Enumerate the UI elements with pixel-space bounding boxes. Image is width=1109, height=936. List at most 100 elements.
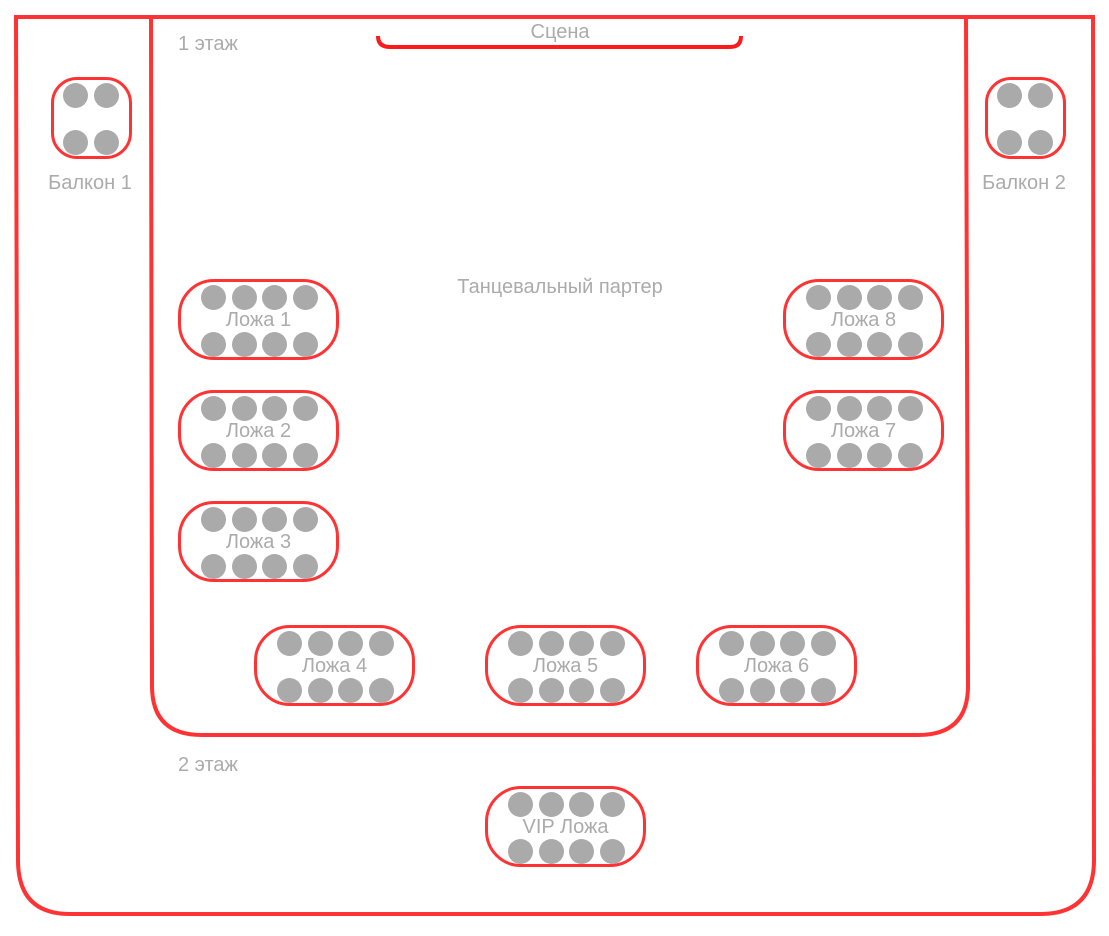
balcony-1[interactable]: [51, 77, 132, 159]
seat[interactable]: [201, 443, 226, 468]
seat[interactable]: [231, 332, 257, 357]
seat[interactable]: [369, 631, 395, 656]
balcony-2-label: Балкон 2: [982, 172, 1066, 194]
seat[interactable]: [600, 792, 626, 817]
seat[interactable]: [898, 332, 924, 357]
seat[interactable]: [997, 83, 1022, 108]
seat[interactable]: [338, 678, 364, 703]
seat[interactable]: [508, 839, 533, 864]
seat[interactable]: [600, 678, 626, 703]
loge-label: Ложа 1: [225, 309, 292, 331]
seat[interactable]: [806, 443, 831, 468]
seat[interactable]: [569, 839, 595, 864]
seat[interactable]: [538, 678, 564, 703]
loge-vip[interactable]: VIP Ложа: [485, 786, 646, 867]
seat[interactable]: [836, 443, 862, 468]
seat[interactable]: [806, 396, 831, 421]
seat[interactable]: [201, 332, 226, 357]
loge-label: Ложа 8: [830, 309, 897, 331]
seat[interactable]: [538, 792, 564, 817]
loge-1[interactable]: Ложа 1: [178, 279, 339, 360]
seat[interactable]: [262, 507, 288, 532]
seat[interactable]: [508, 678, 533, 703]
seat[interactable]: [338, 631, 364, 656]
seat[interactable]: [94, 130, 119, 155]
seat[interactable]: [293, 285, 319, 310]
seat[interactable]: [94, 83, 119, 108]
loge-7[interactable]: Ложа 7: [783, 390, 944, 471]
seat[interactable]: [719, 631, 744, 656]
seat[interactable]: [898, 396, 924, 421]
seat[interactable]: [262, 554, 288, 579]
hall-outer-wall: [13, 15, 1097, 916]
loge-label: Ложа 4: [301, 655, 368, 677]
seat[interactable]: [997, 130, 1022, 155]
seat[interactable]: [63, 83, 88, 108]
seat[interactable]: [63, 130, 88, 155]
seat[interactable]: [867, 396, 893, 421]
seat[interactable]: [231, 443, 257, 468]
loge-4[interactable]: Ложа 4: [254, 625, 415, 706]
seat[interactable]: [806, 285, 831, 310]
loge-label: Ложа 3: [225, 531, 292, 553]
seat[interactable]: [277, 678, 302, 703]
seat[interactable]: [277, 631, 302, 656]
seat[interactable]: [569, 631, 595, 656]
balcony-1-label: Балкон 1: [48, 172, 132, 194]
seat[interactable]: [293, 554, 319, 579]
seat[interactable]: [293, 332, 319, 357]
seat[interactable]: [262, 285, 288, 310]
seat[interactable]: [369, 678, 395, 703]
seat[interactable]: [231, 396, 257, 421]
loge-5[interactable]: Ложа 5: [485, 625, 646, 706]
seat[interactable]: [231, 507, 257, 532]
seat[interactable]: [780, 631, 806, 656]
seat[interactable]: [811, 631, 837, 656]
seat[interactable]: [780, 678, 806, 703]
seat[interactable]: [1028, 130, 1053, 155]
loge-2[interactable]: Ложа 2: [178, 390, 339, 471]
seat[interactable]: [749, 678, 775, 703]
seat[interactable]: [293, 396, 319, 421]
seat[interactable]: [538, 839, 564, 864]
seat[interactable]: [600, 839, 626, 864]
seat[interactable]: [836, 285, 862, 310]
seat[interactable]: [811, 678, 837, 703]
seat[interactable]: [307, 678, 333, 703]
seat[interactable]: [231, 554, 257, 579]
loge-6[interactable]: Ложа 6: [696, 625, 857, 706]
seat[interactable]: [508, 792, 533, 817]
seat[interactable]: [262, 396, 288, 421]
seat[interactable]: [262, 332, 288, 357]
seat[interactable]: [719, 678, 744, 703]
seat[interactable]: [307, 631, 333, 656]
seat[interactable]: [898, 285, 924, 310]
seat[interactable]: [1028, 83, 1053, 108]
seat[interactable]: [836, 396, 862, 421]
seat[interactable]: [293, 507, 319, 532]
seat[interactable]: [201, 285, 226, 310]
loge-3[interactable]: Ложа 3: [178, 501, 339, 582]
seat[interactable]: [867, 332, 893, 357]
stage-label: Сцена: [530, 21, 590, 43]
seat[interactable]: [201, 554, 226, 579]
seat[interactable]: [569, 678, 595, 703]
seat[interactable]: [749, 631, 775, 656]
seat[interactable]: [201, 507, 226, 532]
seat[interactable]: [231, 285, 257, 310]
seat[interactable]: [538, 631, 564, 656]
seat[interactable]: [600, 631, 626, 656]
loge-label: Ложа 2: [225, 420, 292, 442]
seat[interactable]: [508, 631, 533, 656]
seat[interactable]: [569, 792, 595, 817]
balcony-2[interactable]: [985, 77, 1066, 159]
seat[interactable]: [867, 285, 893, 310]
seat[interactable]: [201, 396, 226, 421]
seat[interactable]: [836, 332, 862, 357]
seat[interactable]: [806, 332, 831, 357]
seat[interactable]: [898, 443, 924, 468]
seat[interactable]: [867, 443, 893, 468]
loge-8[interactable]: Ложа 8: [783, 279, 944, 360]
seat[interactable]: [293, 443, 319, 468]
seat[interactable]: [262, 443, 288, 468]
